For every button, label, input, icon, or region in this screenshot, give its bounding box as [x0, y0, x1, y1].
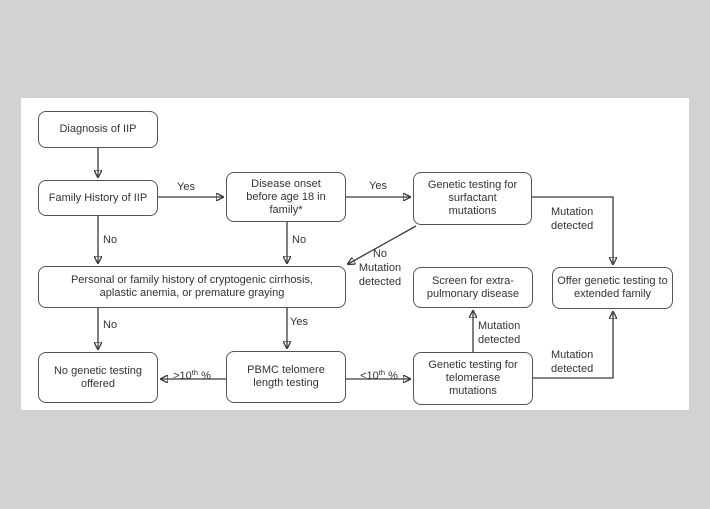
node-genetic-testing-telomerase: Genetic testing for telomerase mutations [413, 352, 533, 405]
node-family-history-of-iip: Family History of IIP [38, 180, 158, 216]
node-label: Diagnosis of IIP [59, 123, 137, 135]
edge-label-mutation-detected-screen: Mutation detected [478, 320, 521, 346]
node-label: Screen for extra- pulmonary disease [426, 274, 520, 300]
edge-label-yes-onset-to-surfactant: Yes [369, 180, 387, 192]
node-personal-family-history: Personal or family history of cryptogeni… [38, 266, 346, 308]
node-label: Genetic testing for surfactant mutations [427, 179, 518, 217]
gt10-base: >10 [173, 370, 192, 382]
edge-label-no-personal-to-no-testing: No [103, 319, 118, 331]
node-no-genetic-testing-offered: No genetic testing offered [38, 352, 158, 403]
lt10-pct: % [385, 370, 398, 382]
edge-label-yes-personal-to-pbmc: Yes [290, 316, 308, 328]
node-genetic-testing-surfactant: Genetic testing for surfactant mutations [413, 172, 532, 225]
edge-label-no-family-to-personal: No [103, 234, 118, 246]
node-diagnosis-of-iip: Diagnosis of IIP [38, 111, 158, 148]
edge-label-mutation-detected-top: Mutation detected [551, 206, 594, 232]
node-label: Disease onset before age 18 in family* [246, 177, 326, 216]
node-pbmc-telomere-length-testing: PBMC telomere length testing [226, 351, 346, 403]
gt10-sup: th [191, 368, 199, 377]
node-screen-extra-pulmonary: Screen for extra- pulmonary disease [413, 267, 533, 308]
lt10-base: <10 [360, 370, 379, 382]
node-label: Offer genetic testing to extended family [557, 275, 668, 300]
gt10-pct: % [198, 370, 211, 382]
node-label: PBMC telomere length testing [247, 364, 325, 389]
edge-label-yes-family-to-onset: Yes [177, 181, 195, 193]
lt10-sup: th [378, 368, 386, 377]
edge-label-lt-10th-percentile: <10th % [354, 355, 404, 383]
node-label: Family History of IIP [48, 191, 148, 204]
node-offer-testing-extended-family: Offer genetic testing to extended family [552, 267, 673, 309]
node-disease-onset-before-18: Disease onset before age 18 in family* [226, 172, 346, 222]
edge-label-gt-10th-percentile: >10th % [167, 355, 217, 383]
edge-label-mutation-detected-bottom: Mutation detected [551, 349, 594, 375]
node-label: Genetic testing for telomerase mutations [428, 359, 518, 397]
edge-label-no-onset-to-personal: No [292, 234, 307, 246]
node-label: No genetic testing offered [53, 364, 143, 390]
edge-label-no-mutation-detected: No Mutation detected [358, 248, 402, 288]
node-label: Personal or family history of cryptogeni… [70, 274, 314, 299]
